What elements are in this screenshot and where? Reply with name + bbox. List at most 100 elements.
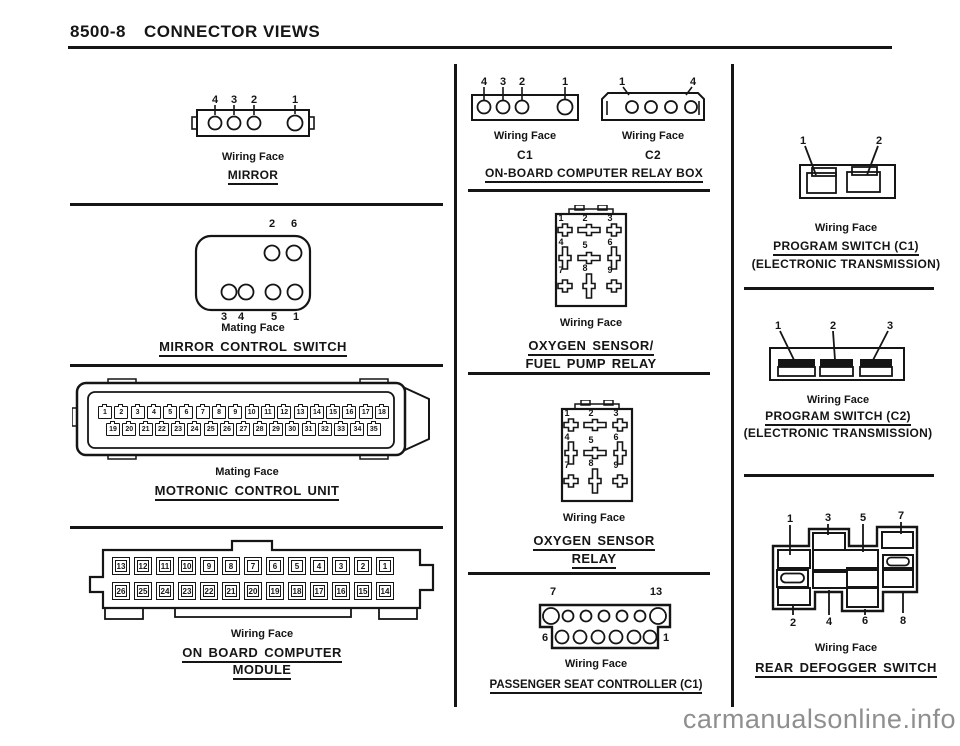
svg-text:1: 1 [564, 408, 569, 418]
svg-text:6: 6 [862, 615, 868, 627]
pin-12: 12 [134, 557, 152, 575]
mirror-switch-title: MIRROR CONTROL SWITCH [128, 339, 378, 357]
pin-7: 7 [195, 403, 210, 419]
svg-text:1: 1 [800, 135, 806, 147]
pin-18: 18 [375, 403, 390, 419]
svg-text:1: 1 [293, 311, 299, 323]
svg-text:3: 3 [825, 512, 831, 524]
svg-text:6: 6 [542, 632, 548, 644]
pin-29: 29 [268, 420, 283, 436]
obc-module-diagram [88, 539, 435, 620]
pin-27: 27 [236, 420, 251, 436]
svg-text:2: 2 [790, 617, 796, 629]
pin-26: 26 [112, 582, 130, 600]
page-title: CONNECTOR VIEWS [144, 22, 321, 41]
pin-13: 13 [112, 557, 130, 575]
pin-1: 1 [98, 403, 112, 419]
svg-text:1: 1 [619, 76, 625, 88]
pin-13: 13 [293, 403, 308, 419]
c1-label: C1 [517, 148, 533, 162]
seat-controller-diagram: 7 13 6 1 [538, 586, 672, 650]
pin-23: 23 [178, 582, 196, 600]
svg-text:6: 6 [607, 237, 612, 247]
svg-text:8: 8 [588, 458, 593, 468]
svg-text:1: 1 [292, 94, 298, 106]
svg-text:7: 7 [898, 510, 904, 522]
pin-25: 25 [134, 582, 152, 600]
pin-9: 9 [228, 403, 243, 419]
pin-2: 2 [114, 403, 129, 419]
pin-5: 5 [163, 403, 178, 419]
pin-4: 4 [310, 557, 328, 575]
obc-title-line1: ON BOARD COMPUTER [137, 645, 387, 663]
rear-defogger-diagram: 1 3 5 7 2 4 6 8 [771, 510, 919, 629]
svg-text:3: 3 [231, 94, 237, 106]
pin-8: 8 [212, 403, 227, 419]
pin-4: 4 [146, 403, 161, 419]
o2-fuel-title-line1: OXYGEN SENSOR/ [466, 338, 716, 356]
o2-relay-title-line2: RELAY [469, 551, 719, 569]
separator [70, 203, 443, 206]
pin-21: 21 [222, 582, 240, 600]
svg-text:1: 1 [775, 320, 781, 332]
svg-text:4: 4 [690, 76, 697, 88]
pin-6: 6 [266, 557, 284, 575]
column-divider-right [731, 64, 734, 707]
svg-text:3: 3 [500, 76, 506, 88]
pin-9: 9 [200, 557, 218, 575]
column-divider-left [454, 64, 457, 707]
pin-30: 30 [285, 420, 300, 436]
pin-20: 20 [122, 420, 137, 436]
pin-26: 26 [220, 420, 235, 436]
svg-text:2: 2 [876, 135, 882, 147]
svg-text:7: 7 [564, 460, 569, 470]
pin-14: 14 [309, 403, 324, 419]
pin-22: 22 [200, 582, 218, 600]
svg-text:3: 3 [221, 311, 227, 323]
mirror-control-switch-diagram: 2 6 3 4 5 1 [194, 218, 312, 323]
pin-11: 11 [156, 557, 174, 575]
defogger-title: REAR DEFOGGER SWITCH [721, 660, 960, 678]
obc-title-line2: MODULE [137, 662, 387, 680]
svg-text:3: 3 [607, 213, 612, 223]
svg-text:6: 6 [613, 432, 618, 442]
pin-17: 17 [358, 403, 373, 419]
pin-3: 3 [332, 557, 350, 575]
pin-10: 10 [178, 557, 196, 575]
pin-1: 1 [376, 557, 394, 575]
mirror-connector-diagram: 4 3 2 1 [191, 94, 315, 137]
svg-text:2: 2 [582, 213, 587, 223]
o2-relay-face-label: Wiring Face [562, 512, 626, 524]
separator [744, 287, 934, 290]
pin-20: 20 [244, 582, 262, 600]
pin-18: 18 [288, 582, 306, 600]
pin-5: 5 [288, 557, 306, 575]
relay-box-c2-diagram: 1 4 [601, 76, 705, 121]
svg-text:9: 9 [613, 460, 618, 470]
pin-7: 7 [244, 557, 262, 575]
ps-c2-face-label: Wiring Face [806, 394, 870, 406]
header-rule [68, 46, 892, 49]
svg-text:3: 3 [887, 320, 893, 332]
svg-text:5: 5 [588, 435, 593, 445]
svg-text:1: 1 [562, 76, 568, 88]
svg-text:1: 1 [558, 213, 563, 223]
svg-text:4: 4 [238, 311, 245, 323]
svg-text:4: 4 [481, 76, 488, 88]
ps-c1-subtitle: (ELECTRONIC TRANSMISSION) [751, 257, 941, 271]
ps-c1-title: PROGRAM SWITCH (C1) [721, 239, 960, 256]
relay-box-c1-diagram: 4 3 2 1 [471, 76, 579, 121]
ps-c2-subtitle: (ELECTRONIC TRANSMISSION) [743, 426, 933, 440]
pin-15: 15 [326, 403, 341, 419]
svg-text:9: 9 [607, 265, 612, 275]
o2-relay-title-line1: OXYGEN SENSOR [469, 533, 719, 551]
page-number: 8500-8 [70, 22, 126, 41]
svg-text:8: 8 [900, 615, 906, 627]
motronic-connector-diagram [72, 378, 430, 460]
pin-3: 3 [130, 403, 145, 419]
pin-23: 23 [171, 420, 186, 436]
svg-text:2: 2 [519, 76, 525, 88]
